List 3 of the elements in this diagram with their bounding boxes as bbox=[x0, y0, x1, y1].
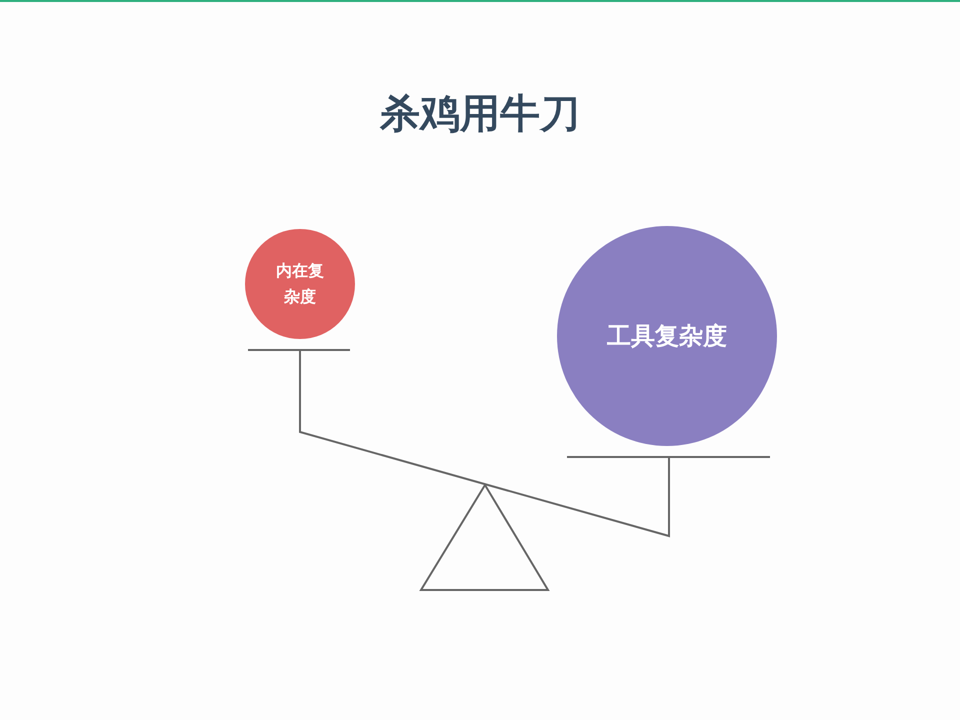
title: 杀鸡用牛刀 bbox=[378, 90, 581, 139]
circle-label: 工具复杂度 bbox=[606, 320, 728, 352]
circle-label: 内在复杂度 bbox=[275, 260, 325, 308]
